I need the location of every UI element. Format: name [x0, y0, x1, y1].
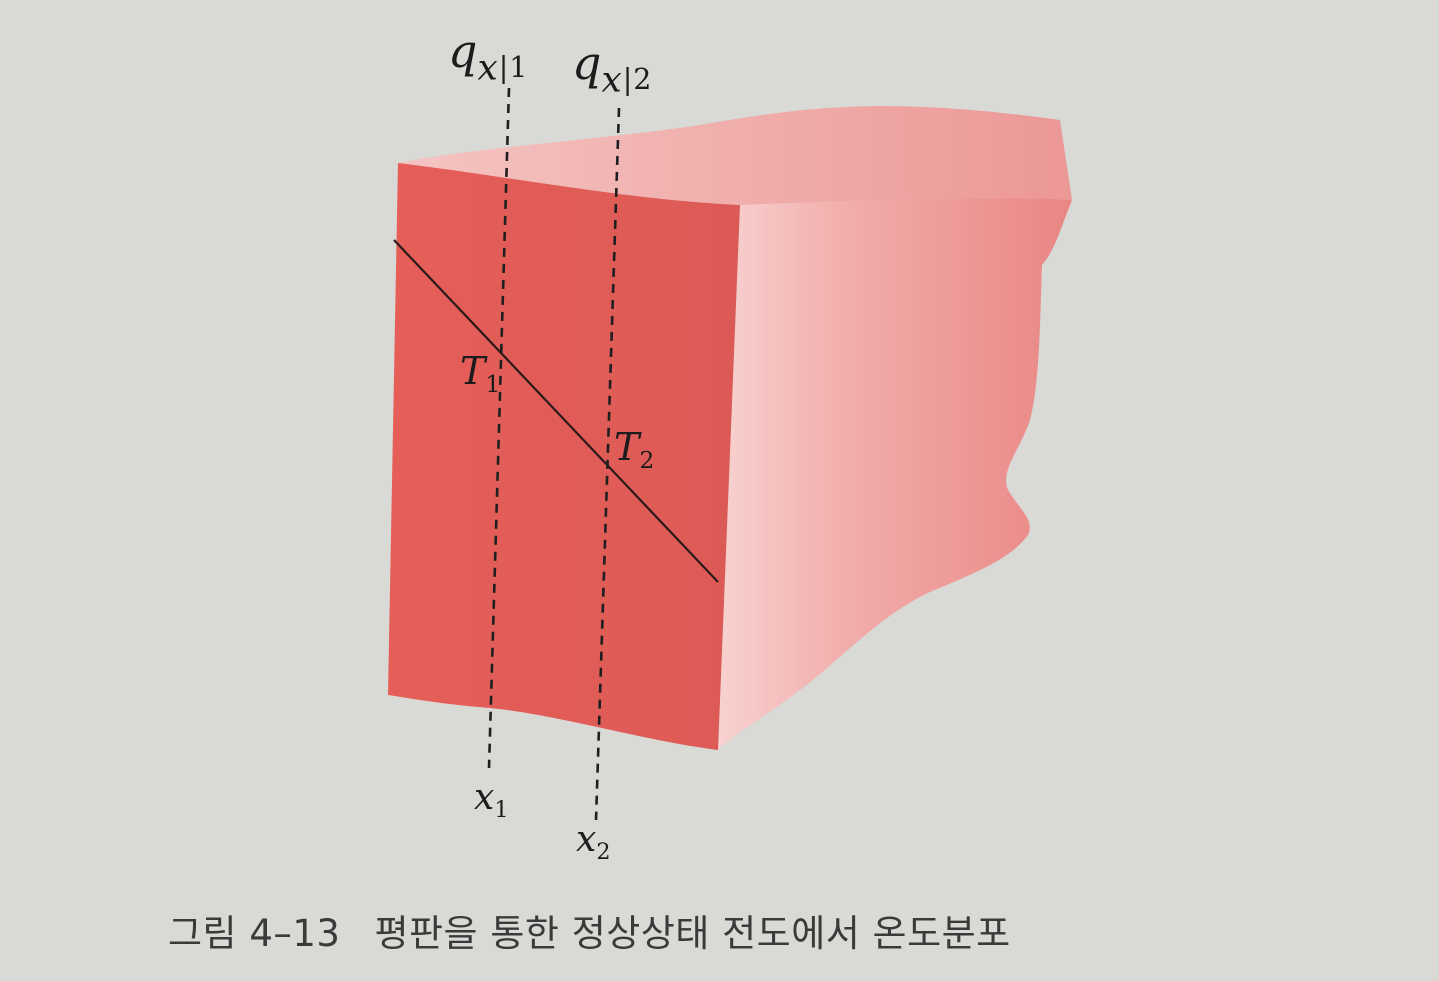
label-q-x-2: qx|2 — [572, 40, 651, 98]
label-t2: T2 — [614, 428, 654, 473]
label-q-x-1: qx|1 — [448, 28, 527, 86]
q2-symbol: q — [572, 36, 602, 90]
t2-index: 2 — [639, 446, 655, 475]
q1-symbol: q — [448, 24, 478, 78]
t2-symbol: T — [614, 425, 640, 469]
q1-index: 1 — [509, 50, 528, 84]
x1-index: 1 — [494, 796, 509, 823]
q2-sub: x — [601, 59, 622, 101]
slab-top-face — [398, 106, 1072, 205]
label-x2: x2 — [576, 822, 611, 863]
label-x1: x1 — [474, 780, 509, 821]
x2-index: 2 — [596, 838, 611, 865]
t1-symbol: T — [460, 349, 486, 393]
q2-bar: | — [622, 62, 633, 96]
x1-symbol: x — [474, 777, 495, 818]
caption-text: 평판을 통한 정상상태 전도에서 온도분포 — [374, 912, 1011, 955]
q2-index: 2 — [633, 62, 652, 96]
q1-sub: x — [477, 47, 498, 89]
caption-number: 그림 4–13 — [168, 912, 341, 955]
label-t1: T1 — [460, 352, 500, 397]
slab-side-face — [718, 197, 1072, 750]
slab-front-face — [388, 163, 740, 750]
q1-bar: | — [498, 50, 509, 84]
section-line-1 — [487, 87, 511, 769]
x2-symbol: x — [576, 819, 597, 860]
t1-index: 1 — [485, 370, 501, 399]
section-line-2 — [594, 107, 621, 821]
temperature-line — [393, 239, 719, 583]
figure-caption: 그림 4–13 평판을 통한 정상상태 전도에서 온도분포 — [168, 903, 1248, 957]
